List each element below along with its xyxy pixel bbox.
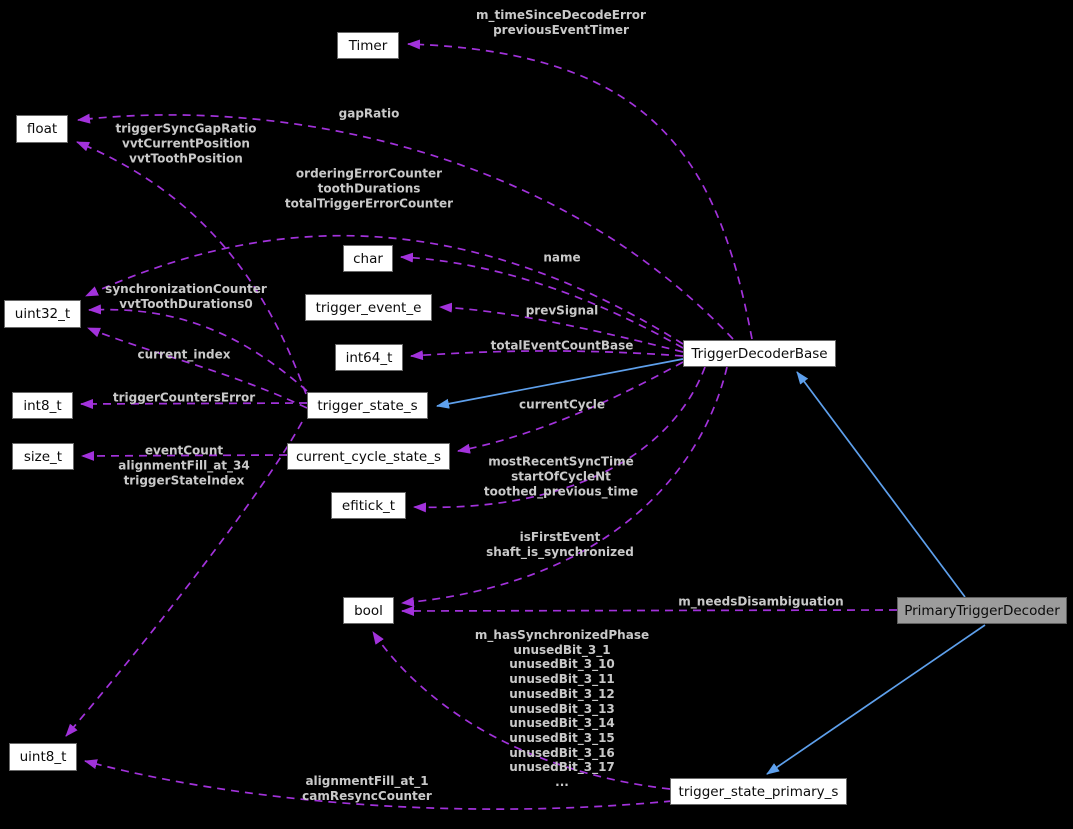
edge-label-totaleventcountbase: totalEventCountBase [490, 338, 634, 353]
node-trigger-decoder-base[interactable]: TriggerDecoderBase [683, 340, 836, 367]
node-int64-t[interactable]: int64_t [335, 344, 403, 371]
node-trigger-state-primary-s[interactable]: trigger_state_primary_s [670, 778, 847, 805]
node-current-cycle-state-s[interactable]: current_cycle_state_s [287, 443, 450, 470]
node-uint8-t[interactable]: uint8_t [9, 743, 77, 771]
edge-currentcycle [457, 361, 684, 454]
node-efitick-t[interactable]: efitick_t [331, 492, 406, 519]
edge-label-triggercounterserror: triggerCountersError [112, 390, 256, 405]
edge-totaleventcount [410, 350, 684, 361]
edge-label-current-index: current_index [137, 347, 231, 362]
edge-primary-to-base [796, 371, 966, 598]
edge-label-uint8-fields: alignmentFill_at_1 camResyncCounter [302, 774, 432, 803]
edge-primary-to-state-primary [766, 624, 986, 775]
edge-label-currentcycle: currentCycle [519, 397, 605, 412]
edge-triggercounterserror-int8 [80, 398, 308, 409]
edge-sync-uint32 [88, 304, 308, 392]
node-int8-t[interactable]: int8_t [12, 392, 73, 419]
edge-label-size-fields: eventCount alignmentFill_at_34 triggerSt… [118, 443, 250, 488]
node-bool[interactable]: bool [343, 597, 394, 624]
edge-prevsignal [439, 302, 684, 353]
edge-label-uint32-sync-fields: synchronizationCounter vvtToothDurations… [105, 282, 267, 311]
edge-label-timer-fields: m_timeSinceDecodeError previousEventTime… [476, 8, 646, 37]
edge-label-unusedbits: m_hasSynchronizedPhase unusedBit_3_1 unu… [474, 628, 650, 790]
node-primary-trigger-decoder[interactable]: PrimaryTriggerDecoder [897, 597, 1067, 624]
node-char[interactable]: char [343, 245, 393, 272]
edge-bits-bool [372, 631, 671, 790]
edge-timer [407, 39, 753, 340]
node-float[interactable]: float [16, 115, 68, 143]
edge-label-prevsignal: prevSignal [525, 303, 599, 318]
edge-down-uint8 [65, 421, 303, 737]
usage-edges [65, 39, 898, 810]
edge-label-uint32-counter-fields: orderingErrorCounter toothDurations tota… [284, 166, 454, 211]
edge-eventcount-size [81, 450, 288, 461]
edge-vvt-float [76, 141, 307, 395]
edge-currentindex-uint32 [87, 327, 308, 409]
edge-label-gapratio: gapRatio [338, 106, 400, 121]
node-timer[interactable]: Timer [337, 32, 399, 59]
inheritance-edges [436, 358, 986, 775]
edge-base-trigger-state-s [436, 358, 684, 409]
edge-isfirstevent-bool [401, 366, 728, 607]
edge-label-needsdisambiguation: m_needsDisambiguation [678, 594, 844, 609]
edge-label-isfirstevent: isFirstEvent shaft_is_synchronized [486, 530, 634, 559]
edge-needsdisambiguation-bool [401, 605, 898, 616]
edge-counters-uint32 [85, 234, 684, 345]
edge-label-name: name [543, 250, 581, 265]
edge-label-float-fields: triggerSyncGapRatio vvtCurrentPosition v… [115, 121, 257, 166]
edge-label-efitick-fields: mostRecentSyncTime startOfCycleNt toothe… [483, 454, 639, 499]
node-size-t[interactable]: size_t [12, 443, 74, 470]
node-trigger-state-s[interactable]: trigger_state_s [307, 392, 428, 419]
edge-gapratio-float [77, 113, 734, 340]
node-trigger-event-e[interactable]: trigger_event_e [305, 294, 432, 321]
node-uint32-t[interactable]: uint32_t [4, 300, 81, 328]
edge-name-char [400, 252, 684, 349]
edge-camresync-uint8 [84, 759, 673, 810]
